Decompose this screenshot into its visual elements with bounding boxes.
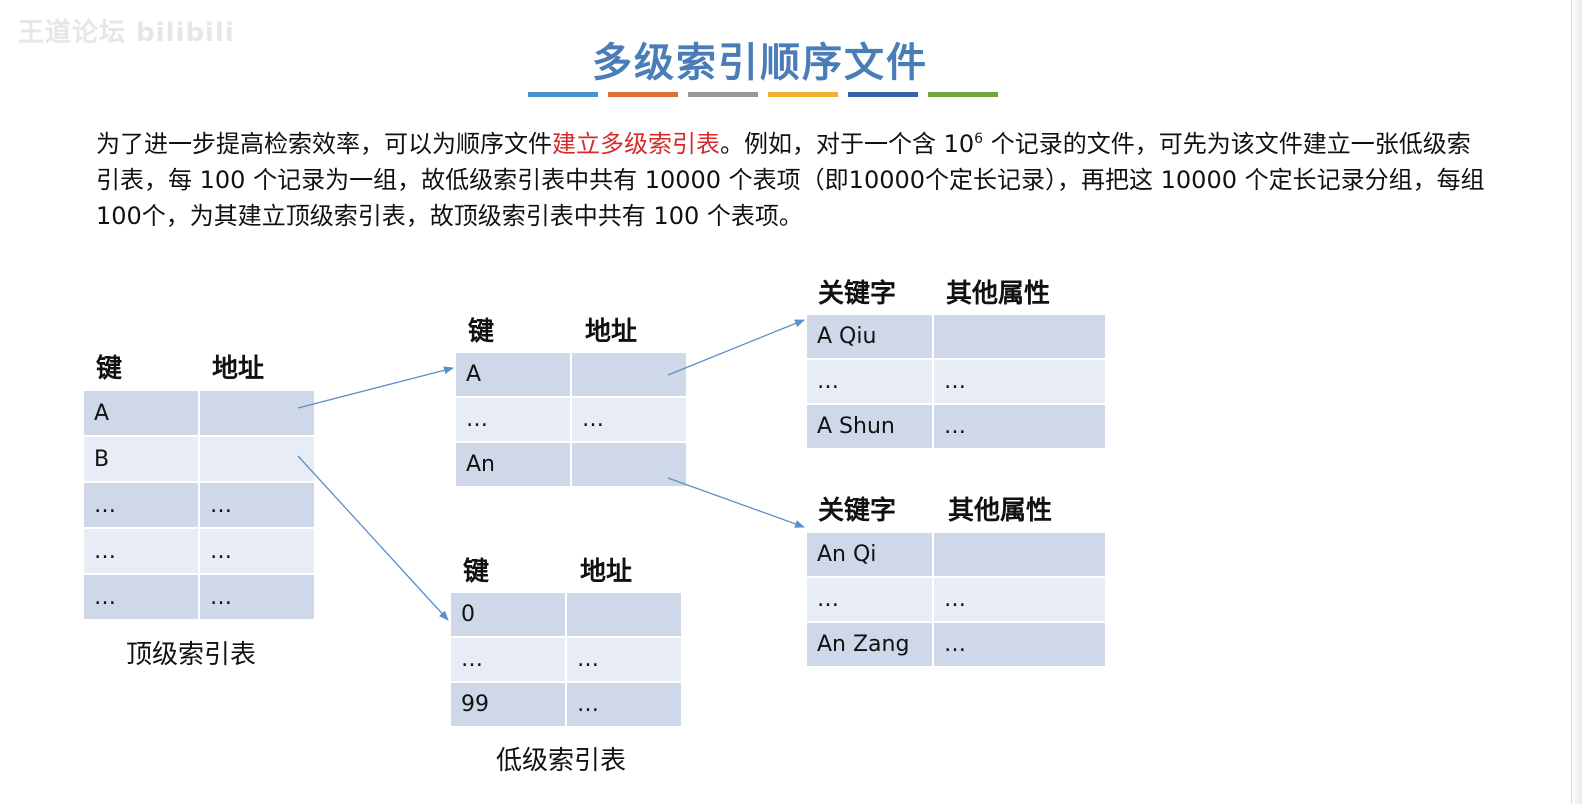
table-cell: … [567, 683, 681, 726]
top-index-key-header: 键 [96, 354, 123, 384]
table-cell: … [84, 575, 198, 619]
table-cell: … [807, 360, 932, 403]
record-2-table: An Qi……An Zang… [805, 531, 1107, 668]
paragraph-exponent: 6 [974, 131, 984, 147]
arrow-top-b-to-low2 [297, 455, 449, 621]
table-cell: … [200, 529, 314, 573]
description-paragraph: 为了进一步提高检索效率，可以为顺序文件建立多级索引表。例如，对于一个含 106 … [96, 126, 1486, 234]
table-cell [200, 391, 314, 435]
table-row: An Zang… [807, 623, 1105, 666]
table-cell: B [84, 437, 198, 481]
table-row: 0 [451, 593, 681, 636]
low-index-1-key-header: 键 [468, 317, 495, 347]
table-row: 99… [451, 683, 681, 726]
table-cell [567, 593, 681, 636]
table-row: …… [456, 398, 686, 441]
watermark: 王道论坛 bilibili [18, 18, 235, 48]
low-index-1-addr-header: 地址 [585, 317, 638, 347]
top-index-addr-header: 地址 [212, 354, 265, 384]
table-row: An [456, 443, 686, 486]
title-bar-5 [848, 92, 918, 97]
table-row: A Qiu [807, 315, 1105, 358]
table-cell [200, 437, 314, 481]
table-cell: … [84, 529, 198, 573]
table-cell: … [200, 483, 314, 527]
title-bar-2 [608, 92, 678, 97]
paragraph-highlight: 建立多级索引表 [552, 130, 720, 158]
table-row: An Qi [807, 533, 1105, 576]
record-1-key-header: 关键字 [818, 279, 897, 309]
table-row: A [456, 353, 686, 396]
arrow-top-a-to-low1 [297, 366, 454, 409]
table-cell: … [934, 578, 1105, 621]
table-cell: … [934, 623, 1105, 666]
record-2-key-header: 关键字 [818, 496, 897, 526]
table-cell: A [456, 353, 570, 396]
table-row: B [84, 437, 314, 481]
title-bar-1 [528, 92, 598, 97]
table-cell [934, 533, 1105, 576]
paragraph-text-3: 个记录的文件，可先为该文件建立一张低级索引表，每 100 个记录为一组，故低级索… [96, 130, 1485, 230]
table-cell: A [84, 391, 198, 435]
table-cell: … [934, 405, 1105, 448]
paragraph-text-2: 。例如，对于一个含 10 [720, 130, 975, 158]
table-row: …… [451, 638, 681, 681]
window-edge [1571, 0, 1582, 804]
low-index-2-table: 0……99… [449, 591, 683, 728]
record-2-other-header: 其他属性 [948, 496, 1053, 526]
table-cell: An Qi [807, 533, 932, 576]
title-bar-3 [688, 92, 758, 97]
table-cell: 0 [451, 593, 565, 636]
table-row: …… [84, 529, 314, 573]
table-row: …… [807, 360, 1105, 403]
slide-title: 多级索引顺序文件 [592, 40, 928, 86]
low-index-1-table: A……An [454, 351, 688, 488]
table-cell: A Qiu [807, 315, 932, 358]
table-cell: … [200, 575, 314, 619]
table-cell: … [456, 398, 570, 441]
table-cell: … [807, 578, 932, 621]
low-index-2-addr-header: 地址 [580, 557, 633, 587]
table-cell [572, 353, 686, 396]
table-cell: 99 [451, 683, 565, 726]
table-row: …… [84, 575, 314, 619]
arrow-low1-an-to-record2 [667, 477, 805, 528]
paragraph-text-1: 为了进一步提高检索效率，可以为顺序文件 [96, 130, 552, 158]
table-row: …… [807, 578, 1105, 621]
table-cell: … [84, 483, 198, 527]
table-row: A [84, 391, 314, 435]
table-cell: An [456, 443, 570, 486]
table-cell: … [572, 398, 686, 441]
table-row: A Shun… [807, 405, 1105, 448]
title-bar-6 [928, 92, 998, 97]
table-cell: A Shun [807, 405, 932, 448]
top-index-caption: 顶级索引表 [126, 640, 257, 670]
low-index-caption: 低级索引表 [496, 746, 627, 776]
table-cell: … [934, 360, 1105, 403]
arrow-low1-a-to-record1 [667, 319, 805, 376]
table-cell: … [567, 638, 681, 681]
table-cell [934, 315, 1105, 358]
table-cell: An Zang [807, 623, 932, 666]
low-index-2-key-header: 键 [463, 557, 490, 587]
table-row: …… [84, 483, 314, 527]
record-1-other-header: 其他属性 [946, 279, 1051, 309]
table-cell [572, 443, 686, 486]
table-cell: … [451, 638, 565, 681]
title-bar-4 [768, 92, 838, 97]
record-1-table: A Qiu……A Shun… [805, 313, 1107, 450]
